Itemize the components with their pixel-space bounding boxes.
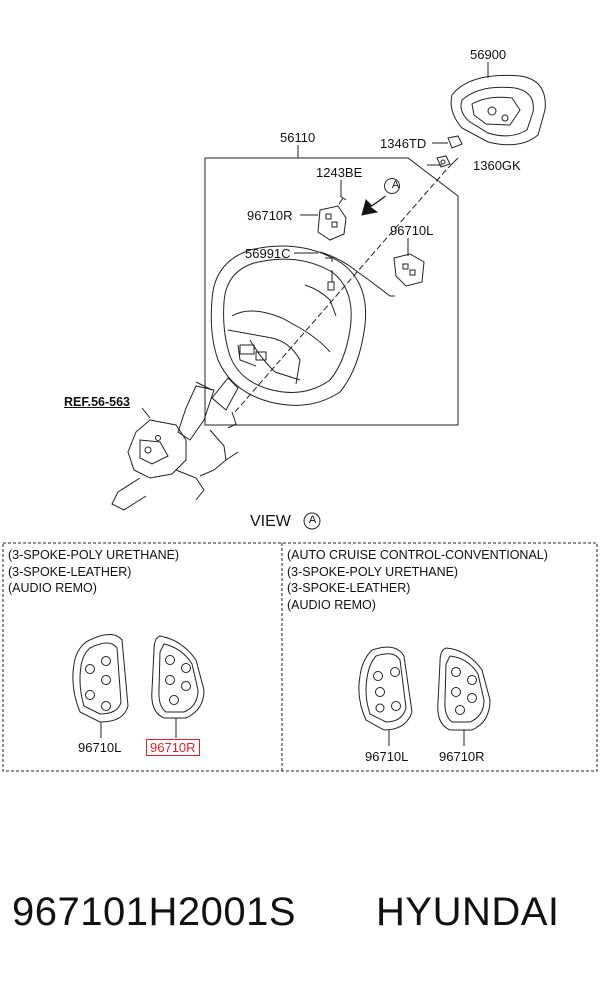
label-switch-96710r-top: 96710R [247, 208, 293, 223]
view-a-title-marker: A [308, 514, 317, 526]
steering-column-drawing [111, 377, 239, 511]
label-bolt-1346td: 1346TD [380, 136, 427, 151]
left-panel-label-96710r-highlighted[interactable]: 96710R [146, 739, 200, 756]
steering-wheel-drawing [210, 245, 367, 406]
label-harness-56991c: 56991C [245, 246, 291, 261]
left-panel-switch-r-drawing [151, 635, 205, 738]
label-screw-1243be: 1243BE [316, 165, 363, 180]
left-panel-switch-l-drawing [72, 634, 129, 738]
variant-right-description: (AUTO CRUISE CONTROL-CONVENTIONAL) (3-SP… [287, 548, 548, 612]
ref-link-56-563[interactable]: REF.56-563 [64, 395, 131, 409]
leader-lines [294, 62, 489, 256]
wheel-box-outline [204, 157, 459, 426]
label-wheel-56110: 56110 [280, 130, 316, 145]
variant-left-description: (3-SPOKE-POLY URETHANE) (3-SPOKE-LEATHER… [8, 548, 180, 595]
airbag-module-drawing [450, 74, 546, 146]
label-switch-96710l-top: 96710L [390, 223, 434, 238]
label-airbag-56900: 56900 [470, 47, 507, 62]
switch-r-top-drawing [317, 205, 347, 241]
part-number-caption: 967101H2001S [12, 890, 297, 934]
harness-drawing [319, 251, 395, 297]
switch-l-top-drawing [393, 253, 425, 287]
right-panel-switch-l-drawing [358, 646, 413, 746]
view-a-arrow [361, 178, 400, 216]
right-panel-switch-r-drawing [437, 647, 491, 746]
view-a-panel-outline [2, 542, 598, 772]
view-a-circle-label: A [391, 179, 400, 191]
right-panel-label-96710r: 96710R [439, 749, 485, 764]
left-panel-label-96710l: 96710L [78, 740, 122, 755]
bolt-nut-drawing [338, 135, 463, 205]
right-panel-label-96710l: 96710L [365, 749, 409, 764]
view-a-title: VIEW [250, 513, 291, 530]
brand-caption: HYUNDAI [376, 890, 560, 934]
label-nut-1360gk: 1360GK [473, 158, 521, 173]
